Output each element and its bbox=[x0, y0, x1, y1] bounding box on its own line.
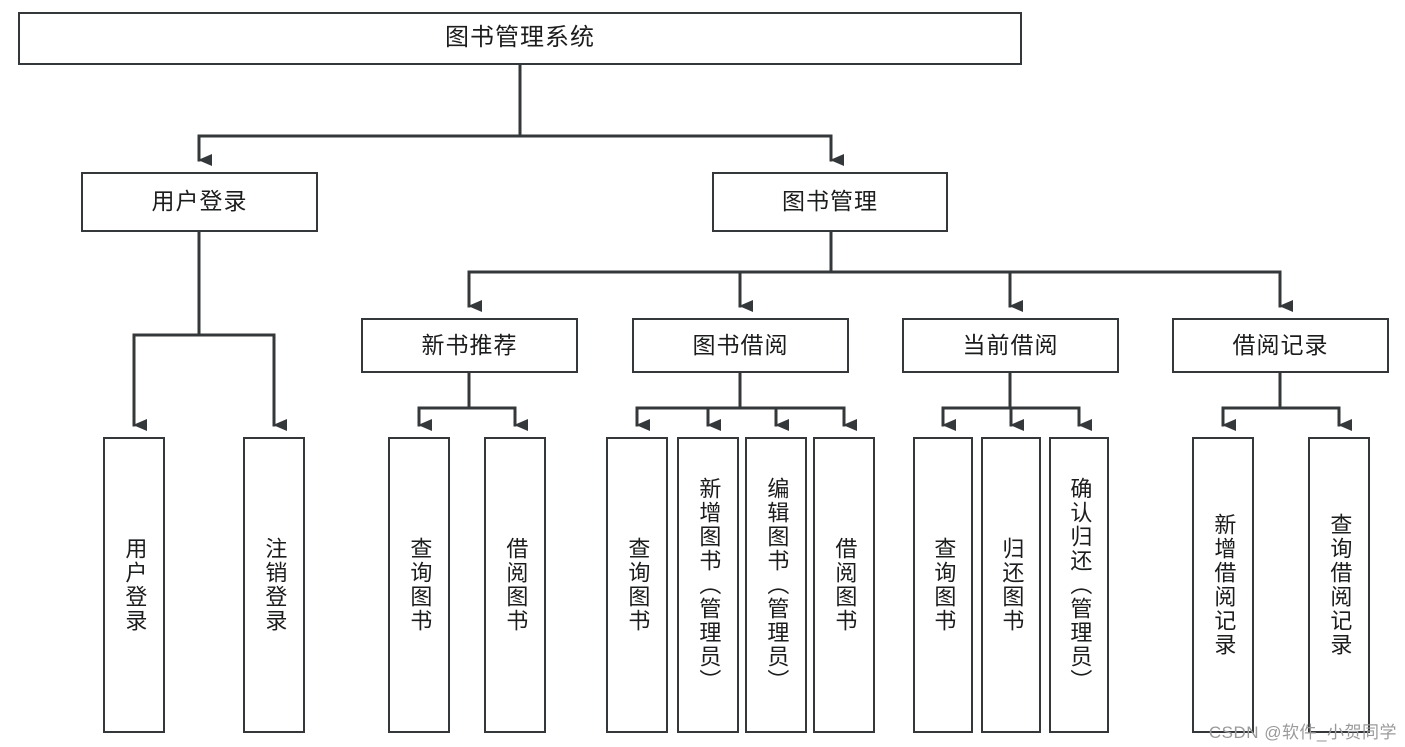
watermark: CSDN @软件_小贺同学 bbox=[1208, 723, 1397, 742]
leaf-add-book-admin[interactable]: 新增图书（管理员） bbox=[677, 437, 739, 733]
leaf-borrow-books-recommend[interactable]: 借阅图书 bbox=[484, 437, 546, 733]
leaf-edit-book-admin[interactable]: 编辑图书（管理员） bbox=[745, 437, 807, 733]
leaf-query-borrow-record[interactable]: 查询借阅记录 bbox=[1308, 437, 1370, 733]
node-current-borrow[interactable]: 当前借阅 bbox=[902, 318, 1119, 373]
node-borrow-records-label: 借阅记录 bbox=[1232, 331, 1329, 358]
leaf-label: 编辑图书（管理员） bbox=[764, 477, 790, 693]
leaf-add-borrow-record[interactable]: 新增借阅记录 bbox=[1192, 437, 1254, 733]
leaf-query-books-recommend[interactable]: 查询图书 bbox=[388, 437, 450, 733]
node-root-label: 图书管理系统 bbox=[445, 24, 595, 52]
leaf-label: 用户登录 bbox=[122, 537, 148, 633]
leaf-borrow-books[interactable]: 借阅图书 bbox=[813, 437, 875, 733]
node-book-management-label: 图书管理 bbox=[782, 188, 878, 215]
leaf-label: 新增借阅记录 bbox=[1211, 513, 1237, 657]
leaf-logout[interactable]: 注销登录 bbox=[243, 437, 305, 733]
leaf-label: 归还图书 bbox=[999, 537, 1025, 633]
leaf-confirm-return-admin[interactable]: 确认归还（管理员） bbox=[1049, 437, 1109, 733]
leaf-query-books-borrow[interactable]: 查询图书 bbox=[606, 437, 668, 733]
node-current-borrow-label: 当前借阅 bbox=[962, 331, 1059, 358]
node-book-borrow-label: 图书借阅 bbox=[692, 331, 789, 358]
node-user-login[interactable]: 用户登录 bbox=[81, 172, 318, 232]
leaf-label: 注销登录 bbox=[262, 537, 288, 633]
node-user-login-label: 用户登录 bbox=[151, 188, 248, 215]
leaf-label: 新增图书（管理员） bbox=[696, 477, 722, 693]
leaf-user-login[interactable]: 用户登录 bbox=[103, 437, 165, 733]
node-new-book-recommend[interactable]: 新书推荐 bbox=[361, 318, 578, 373]
node-new-book-recommend-label: 新书推荐 bbox=[421, 331, 518, 358]
leaf-label: 确认归还（管理员） bbox=[1067, 477, 1093, 693]
leaf-label: 查询图书 bbox=[625, 537, 651, 633]
node-book-management[interactable]: 图书管理 bbox=[712, 172, 948, 232]
node-borrow-records[interactable]: 借阅记录 bbox=[1172, 318, 1389, 373]
leaf-return-books[interactable]: 归还图书 bbox=[981, 437, 1041, 733]
leaf-label: 借阅图书 bbox=[503, 537, 529, 633]
node-root[interactable]: 图书管理系统 bbox=[18, 12, 1022, 65]
leaf-label: 查询图书 bbox=[407, 537, 433, 633]
leaf-label: 借阅图书 bbox=[832, 537, 858, 633]
leaf-label: 查询图书 bbox=[931, 537, 957, 633]
leaf-query-books-current[interactable]: 查询图书 bbox=[913, 437, 973, 733]
leaf-label: 查询借阅记录 bbox=[1327, 513, 1353, 657]
node-book-borrow[interactable]: 图书借阅 bbox=[632, 318, 849, 373]
